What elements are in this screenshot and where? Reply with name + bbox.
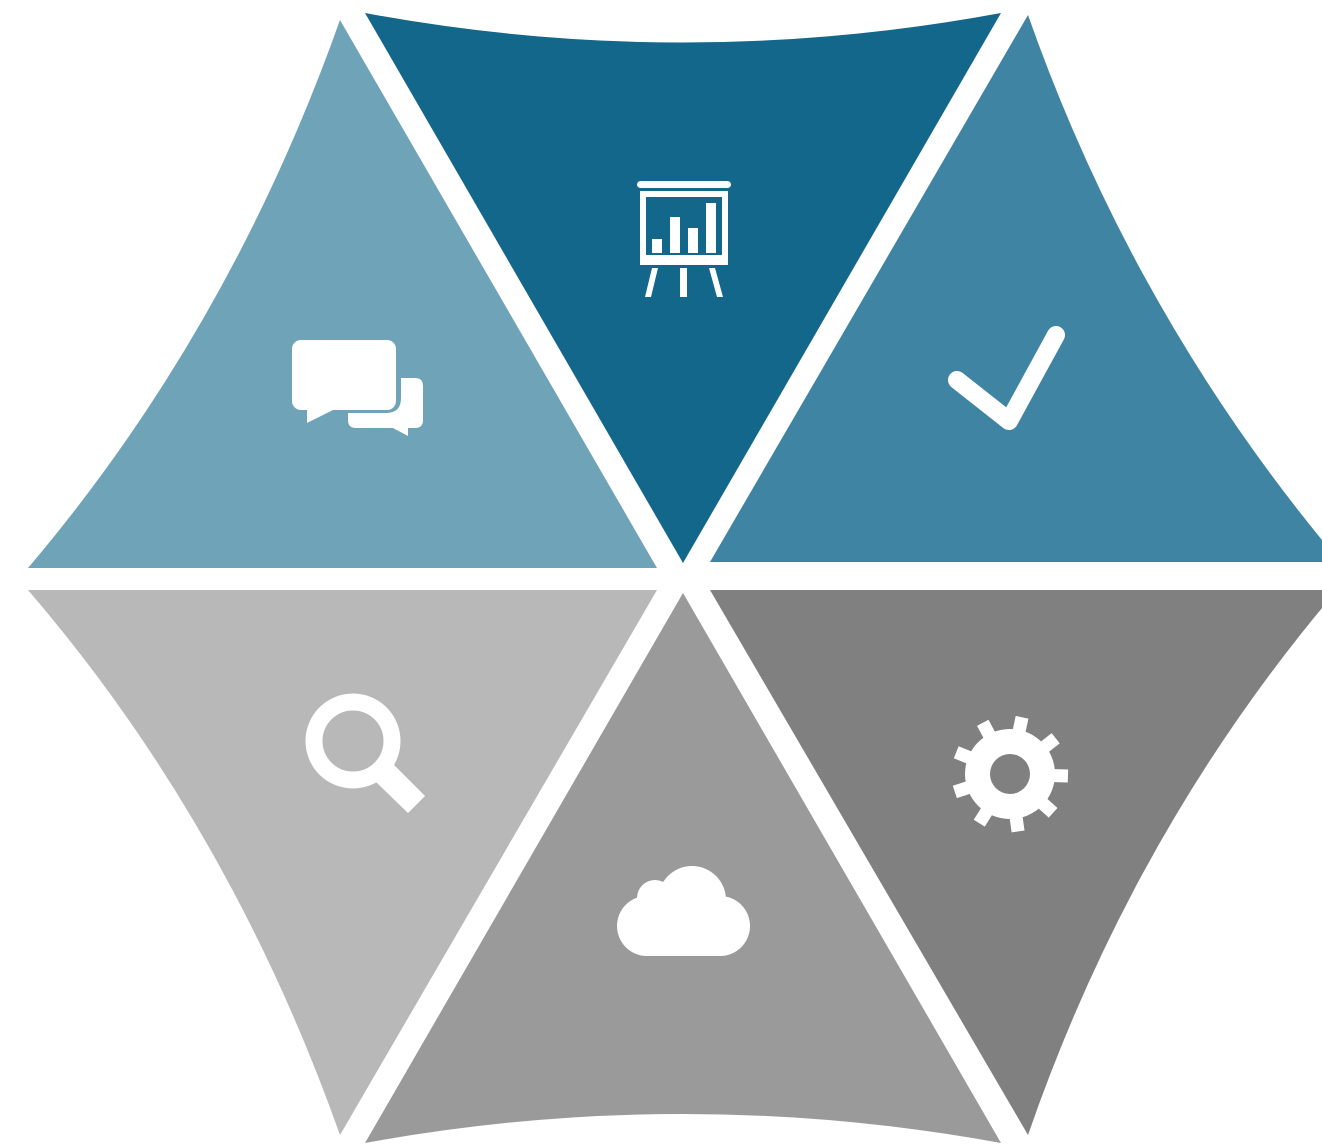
presentation-chart-icon (637, 181, 731, 297)
segment-lower-left (28, 590, 657, 1135)
segment-lower-right-shape (710, 590, 1322, 1135)
checkmark-icon (948, 326, 1065, 430)
chat-bubbles-icon (292, 340, 423, 436)
cloud-icon (617, 866, 750, 956)
search-icon (305, 693, 425, 813)
segment-upper-left-shape (28, 20, 657, 568)
segment-upper-right (710, 15, 1322, 562)
segment-upper-right-shape (710, 15, 1322, 562)
gear-hole (990, 754, 1030, 794)
gear-icon (952, 715, 1069, 833)
segment-lower-left-shape (28, 590, 657, 1135)
segment-top (365, 13, 1001, 563)
segment-lower-right (710, 590, 1322, 1135)
segment-bottom (365, 593, 1001, 1143)
segment-upper-left (28, 20, 657, 568)
